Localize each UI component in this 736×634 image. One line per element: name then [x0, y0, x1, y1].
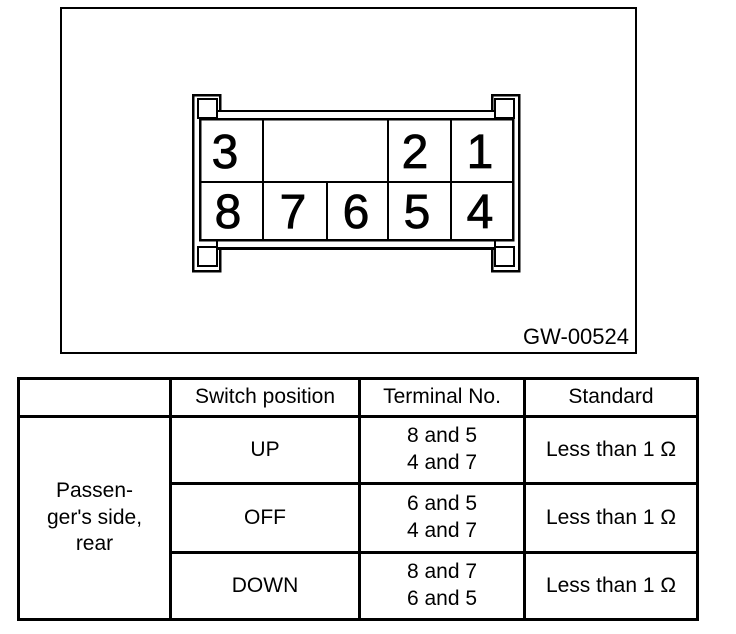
table-row-up: Passen- ger's side, rear UP 8 and 5 4 an… [17, 415, 699, 621]
pin-label: 3 [212, 126, 239, 179]
pin-label: 5 [404, 186, 431, 239]
standard-cell: Less than 1 Ω [523, 482, 699, 554]
table-row-down: DOWN 8 and 7 6 and 5 Less than 1 Ω [19, 551, 699, 621]
connector-clip-top-right [494, 98, 515, 119]
pin-label: 2 [402, 126, 429, 179]
pin-label: 1 [467, 126, 494, 179]
switch-position-cell: UP [169, 415, 361, 485]
row-group-label: Passen- ger's side, rear [17, 415, 172, 621]
connector-diagram: 3 2 1 8 7 6 5 4 [191, 93, 521, 273]
table-header-row: Switch position Terminal No. Standard [17, 377, 699, 418]
pin-grid [198, 117, 515, 242]
col-header-terminal-no: Terminal No. [358, 377, 526, 418]
col-header-switch-position: Switch position [169, 377, 361, 418]
figure-code: GW-00524 [523, 324, 629, 349]
switch-position-cell: OFF [169, 482, 361, 554]
pin-label: 4 [467, 186, 494, 239]
pin-label: 6 [343, 186, 370, 239]
connector-clip-bottom-right [494, 246, 515, 267]
col-header-standard: Standard [523, 377, 699, 418]
terminal-no-cell: 6 and 5 4 and 7 [358, 482, 526, 554]
pin-label: 8 [215, 186, 242, 239]
col-header-blank [17, 377, 172, 418]
connector-clip-top-left [197, 98, 218, 119]
standard-cell: Less than 1 Ω [523, 415, 699, 485]
terminal-no-cell: 8 and 7 6 and 5 [358, 551, 526, 621]
pin-label: 7 [280, 186, 307, 239]
resistance-table: Switch position Terminal No. Standard Pa… [17, 377, 699, 621]
switch-position-cell: DOWN [169, 551, 361, 621]
terminal-no-cell: 8 and 5 4 and 7 [358, 415, 526, 485]
connector-clip-bottom-left [197, 246, 218, 267]
connector-figure: 3 2 1 8 7 6 5 4 GW-00524 [60, 7, 637, 354]
table-row-off: OFF 6 and 5 4 and 7 Less than 1 Ω [19, 482, 699, 554]
standard-cell: Less than 1 Ω [523, 551, 699, 621]
